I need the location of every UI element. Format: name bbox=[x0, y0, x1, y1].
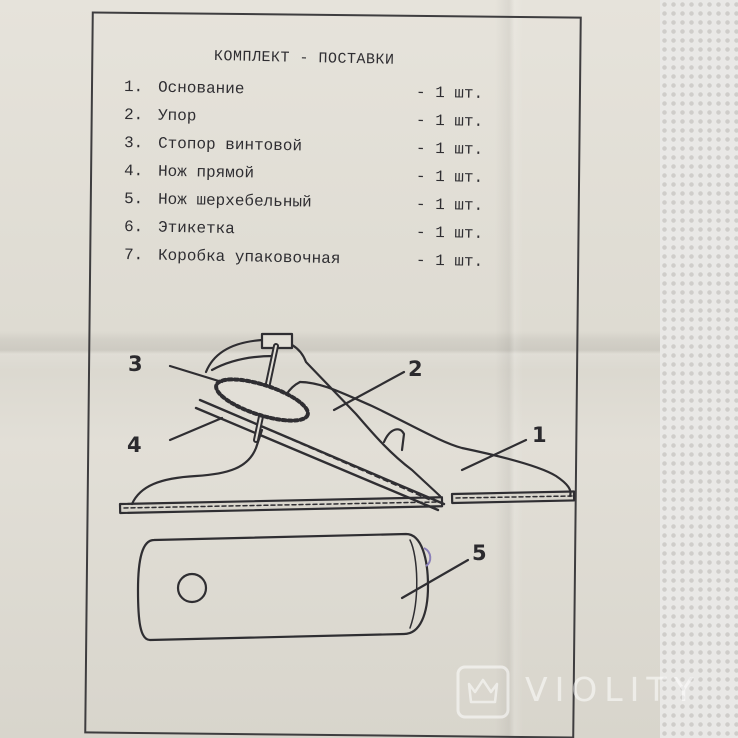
leader-line-2 bbox=[332, 370, 406, 412]
callout-2: 2 bbox=[408, 357, 423, 381]
base-body-front bbox=[298, 380, 572, 498]
callout-4: 4 bbox=[127, 433, 142, 457]
stop-handle bbox=[204, 338, 442, 498]
callout-5: 5 bbox=[472, 541, 487, 565]
watermark-text: VIOLITY bbox=[525, 670, 701, 709]
crown-logo-icon bbox=[456, 665, 510, 719]
leader-line-5 bbox=[400, 558, 470, 600]
base-plate bbox=[118, 490, 576, 515]
paper-fold-vertical bbox=[495, 0, 523, 738]
fabric-background bbox=[660, 0, 738, 738]
screw-stopper bbox=[214, 332, 310, 443]
callout-3: 3 bbox=[128, 352, 143, 376]
leader-line-4 bbox=[168, 416, 224, 442]
leader-line-3 bbox=[168, 364, 224, 384]
leader-line-1 bbox=[460, 438, 528, 472]
shaper-blade bbox=[136, 532, 430, 642]
base-body-rear bbox=[130, 428, 264, 506]
watermark: VIOLITY bbox=[455, 664, 725, 720]
callout-1: 1 bbox=[532, 423, 547, 447]
paper-fold-horizontal bbox=[0, 330, 665, 370]
paper-sheet bbox=[0, 0, 665, 738]
clamp bbox=[382, 428, 406, 452]
blade bbox=[194, 398, 446, 512]
